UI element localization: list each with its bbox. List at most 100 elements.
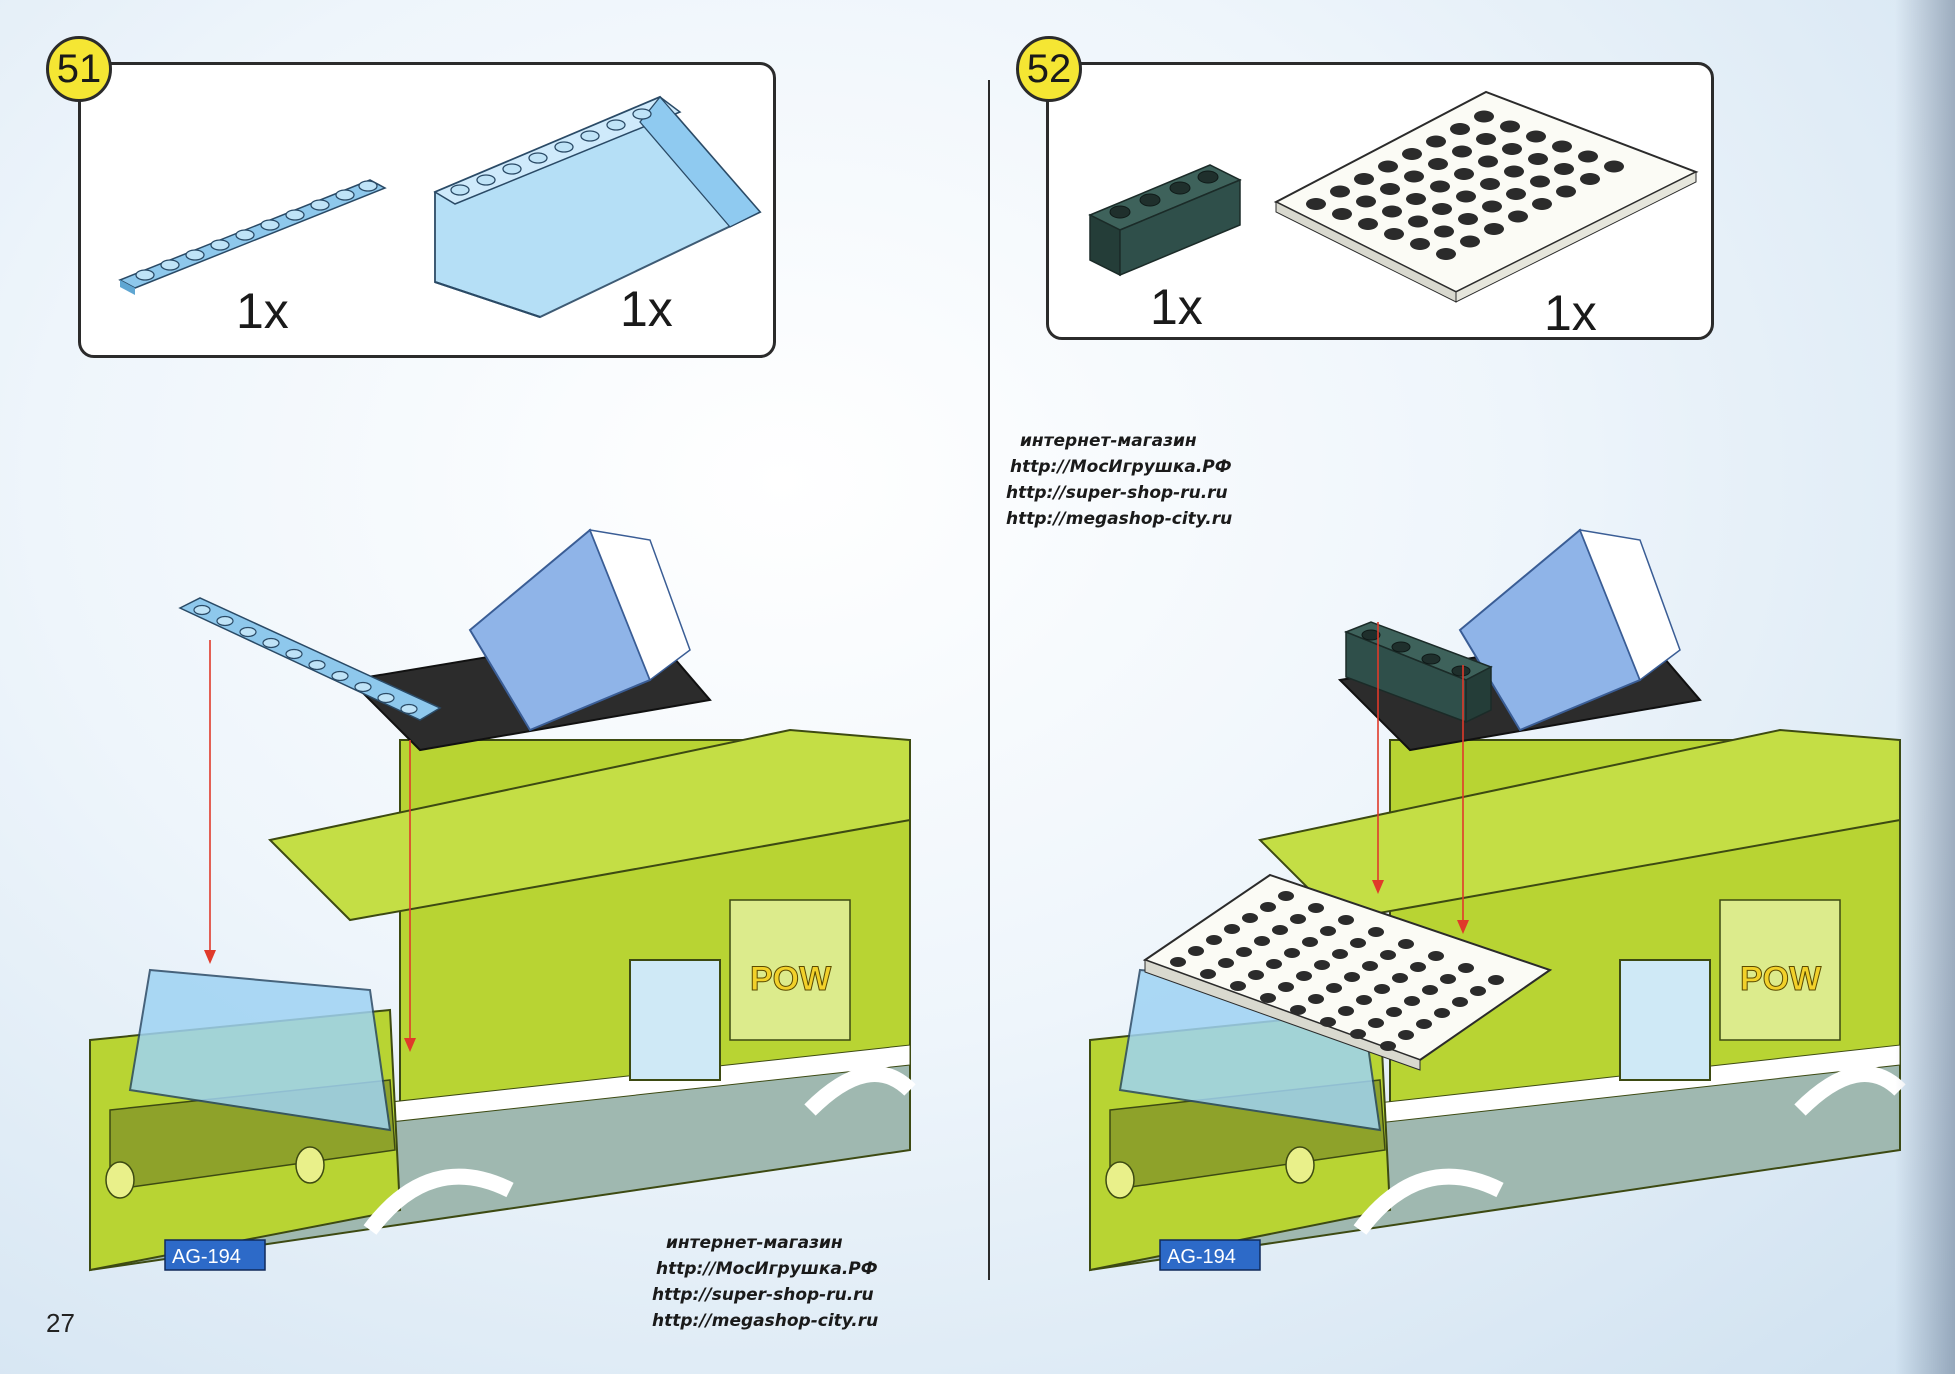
- stud: [1350, 1029, 1366, 1039]
- stud: [1290, 1005, 1306, 1015]
- stud: [1530, 175, 1550, 188]
- stud: [1450, 123, 1470, 135]
- stud: [1356, 995, 1372, 1005]
- stud: [1278, 891, 1294, 901]
- stud: [1320, 1017, 1336, 1027]
- stud: [1556, 185, 1576, 198]
- stud: [1260, 902, 1276, 912]
- stud: [1408, 215, 1428, 228]
- stud: [1454, 168, 1474, 180]
- stud: [1422, 985, 1438, 995]
- stud: [1386, 1007, 1402, 1017]
- stud: [1302, 937, 1318, 947]
- stud: [1374, 984, 1390, 994]
- stud: [1332, 949, 1348, 959]
- stud: [1380, 950, 1396, 960]
- stud: [1482, 200, 1502, 213]
- step-52-floating-brick: [1343, 621, 1493, 724]
- stud: [1380, 183, 1400, 195]
- stud: [1470, 986, 1486, 996]
- watermark-right: интернет-магазин http://МосИгрушка.РФ ht…: [1006, 428, 1232, 532]
- stud: [1368, 927, 1384, 937]
- stud: [1484, 223, 1504, 235]
- stud: [1354, 173, 1374, 185]
- stud: [1380, 1041, 1396, 1051]
- stud: [1326, 983, 1342, 993]
- stud: [1272, 925, 1288, 935]
- stud: [1384, 228, 1404, 240]
- part-trans-blue-windscreen: [433, 95, 762, 319]
- stud: [1266, 959, 1282, 969]
- stud: [1458, 213, 1478, 225]
- stud: [1308, 994, 1324, 1004]
- stud: [1350, 938, 1366, 948]
- step-51-qty-2: 1x: [620, 281, 673, 337]
- pow-decal: POW: [750, 960, 832, 998]
- stud: [1378, 160, 1398, 173]
- stud: [1284, 948, 1300, 958]
- step-51-badge: 51: [46, 36, 112, 102]
- watermark-line-3: http://super-shop-ru.ru: [1006, 483, 1228, 503]
- stud: [1404, 170, 1424, 183]
- stud: [1532, 198, 1552, 210]
- stud: [1404, 996, 1420, 1006]
- stud: [1260, 993, 1276, 1003]
- stud: [1506, 188, 1526, 200]
- stud: [1452, 997, 1468, 1007]
- watermark-line-4: http://megashop-city.ru: [1006, 509, 1233, 529]
- stud: [1434, 225, 1454, 238]
- step-51-qty-1: 1x: [236, 283, 289, 339]
- stud: [1428, 951, 1444, 961]
- stud: [1410, 962, 1426, 972]
- stud: [1338, 915, 1354, 925]
- stud: [1230, 981, 1246, 991]
- stud: [1580, 173, 1600, 185]
- stud: [1432, 203, 1452, 215]
- stud: [1604, 160, 1624, 173]
- stud: [1320, 926, 1336, 936]
- stud: [1358, 218, 1378, 230]
- stud: [1278, 982, 1294, 992]
- stud: [1368, 1018, 1384, 1028]
- step-52-qty-1: 1x: [1150, 279, 1203, 335]
- page-number: 27: [46, 1308, 75, 1338]
- stud: [1476, 133, 1496, 145]
- stud: [1218, 958, 1234, 968]
- stud: [1456, 190, 1476, 203]
- part-light-blue-plate: [118, 179, 387, 295]
- stud: [1410, 238, 1430, 250]
- stud: [1236, 947, 1252, 957]
- stud: [1440, 974, 1456, 984]
- license-plate-text: AG-194: [172, 1246, 241, 1268]
- stud: [1356, 195, 1376, 208]
- stud: [1398, 1030, 1414, 1040]
- stud: [1526, 130, 1546, 143]
- stud: [1306, 198, 1326, 210]
- stud: [1500, 120, 1520, 133]
- stud: [1504, 165, 1524, 178]
- stud: [1416, 1019, 1432, 1029]
- watermark-line-2: http://МосИгрушка.РФ: [656, 1259, 878, 1279]
- stud: [1578, 150, 1598, 163]
- stud: [1428, 158, 1448, 170]
- stud: [1330, 185, 1350, 198]
- stud: [1200, 969, 1216, 979]
- stud: [1188, 946, 1204, 956]
- stud: [1554, 163, 1574, 175]
- stud: [1430, 180, 1450, 193]
- page-edge-shadow: [1895, 0, 1955, 1374]
- license-plate-text-2: AG-194: [1167, 1246, 1236, 1268]
- watermark-line-1: интернет-магазин: [1020, 431, 1197, 451]
- stud: [1436, 248, 1456, 260]
- stud: [1362, 961, 1378, 971]
- stud: [1206, 935, 1222, 945]
- stud: [1308, 903, 1324, 913]
- stud: [1528, 153, 1548, 165]
- step-51-floating-plate: [178, 597, 442, 721]
- step-52-qty-2: 1x: [1544, 285, 1597, 341]
- stud: [1480, 178, 1500, 190]
- stud: [1290, 914, 1306, 924]
- camper-van-step-51: POW AG-194: [89, 528, 916, 1272]
- stud: [1254, 936, 1270, 946]
- part-dark-green-brick: [1088, 164, 1242, 277]
